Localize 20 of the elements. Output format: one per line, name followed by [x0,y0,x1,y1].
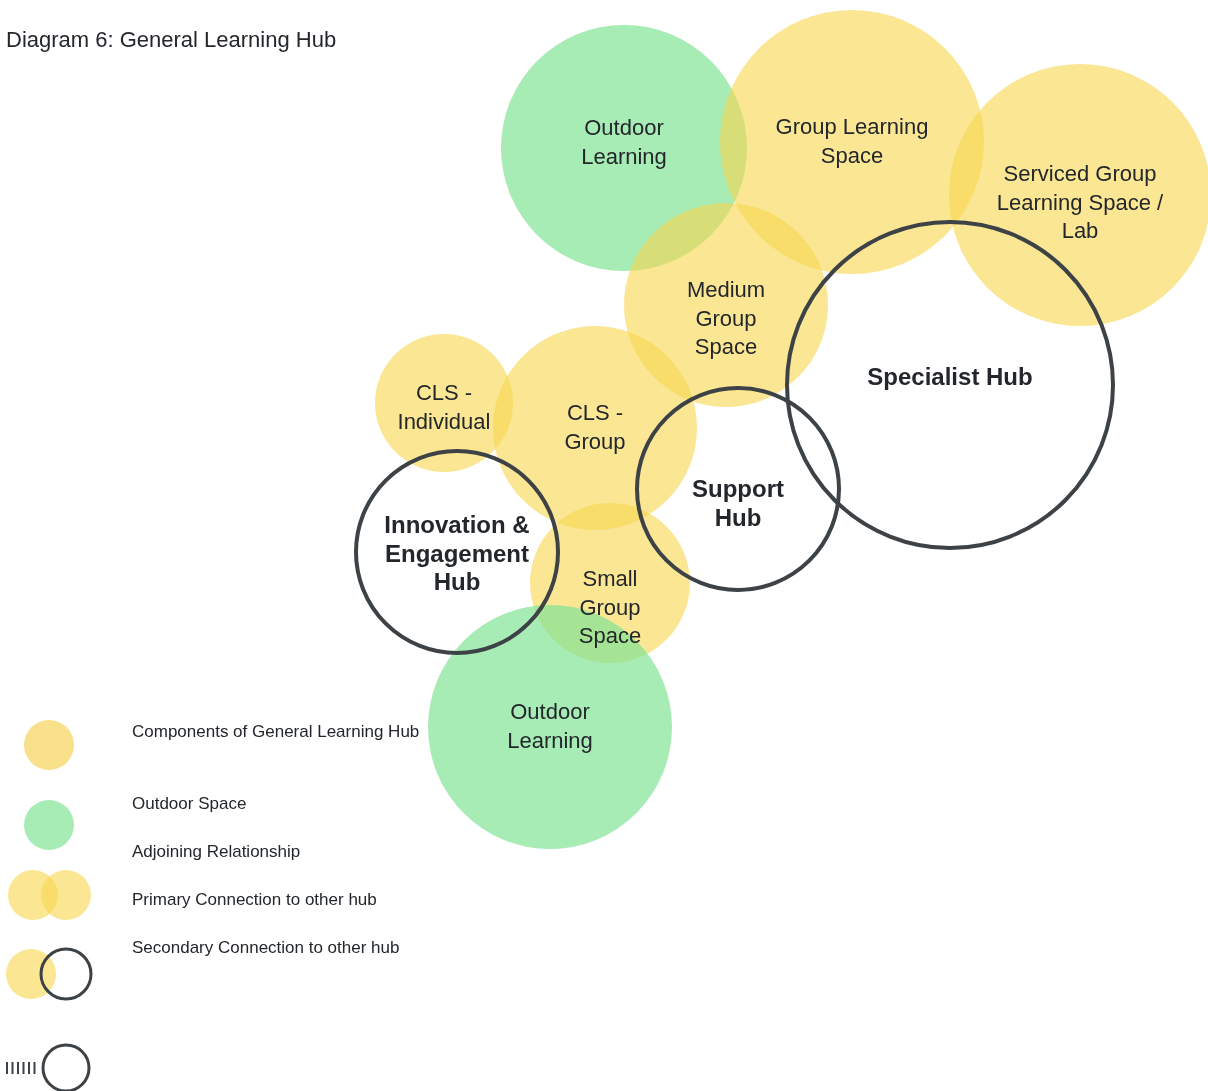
hub-outline-circle [785,220,1115,550]
legend-text: Components of General Learning Hub [132,721,421,743]
hub-outline-circle [635,386,841,592]
legend-text: Adjoining Relationship [132,841,302,863]
legend-text: Primary Connection to other hub [132,889,378,911]
space-label: CLS - Individual [396,379,492,436]
legend-text: Secondary Connection to other hub [132,937,401,959]
hub-outline-circle [354,449,560,655]
diagram-title: Diagram 6: General Learning Hub [6,27,337,53]
space-label: Serviced Group Learning Space / Lab [995,160,1165,246]
space-label: Medium Group Space [685,276,767,362]
space-label: Small Group Space [577,565,643,651]
space-label: CLS - Group [563,399,627,456]
space-label: Outdoor Learning [506,698,594,755]
hub-label: Innovation & Engagement Hub [383,510,531,598]
hub-label: Specialist Hub [866,362,1034,392]
space-label: Group Learning Space [774,113,930,170]
space-label: Outdoor Learning [580,114,668,171]
hub-label: Support Hub [691,475,785,533]
legend-text: Outdoor Space [132,793,248,815]
